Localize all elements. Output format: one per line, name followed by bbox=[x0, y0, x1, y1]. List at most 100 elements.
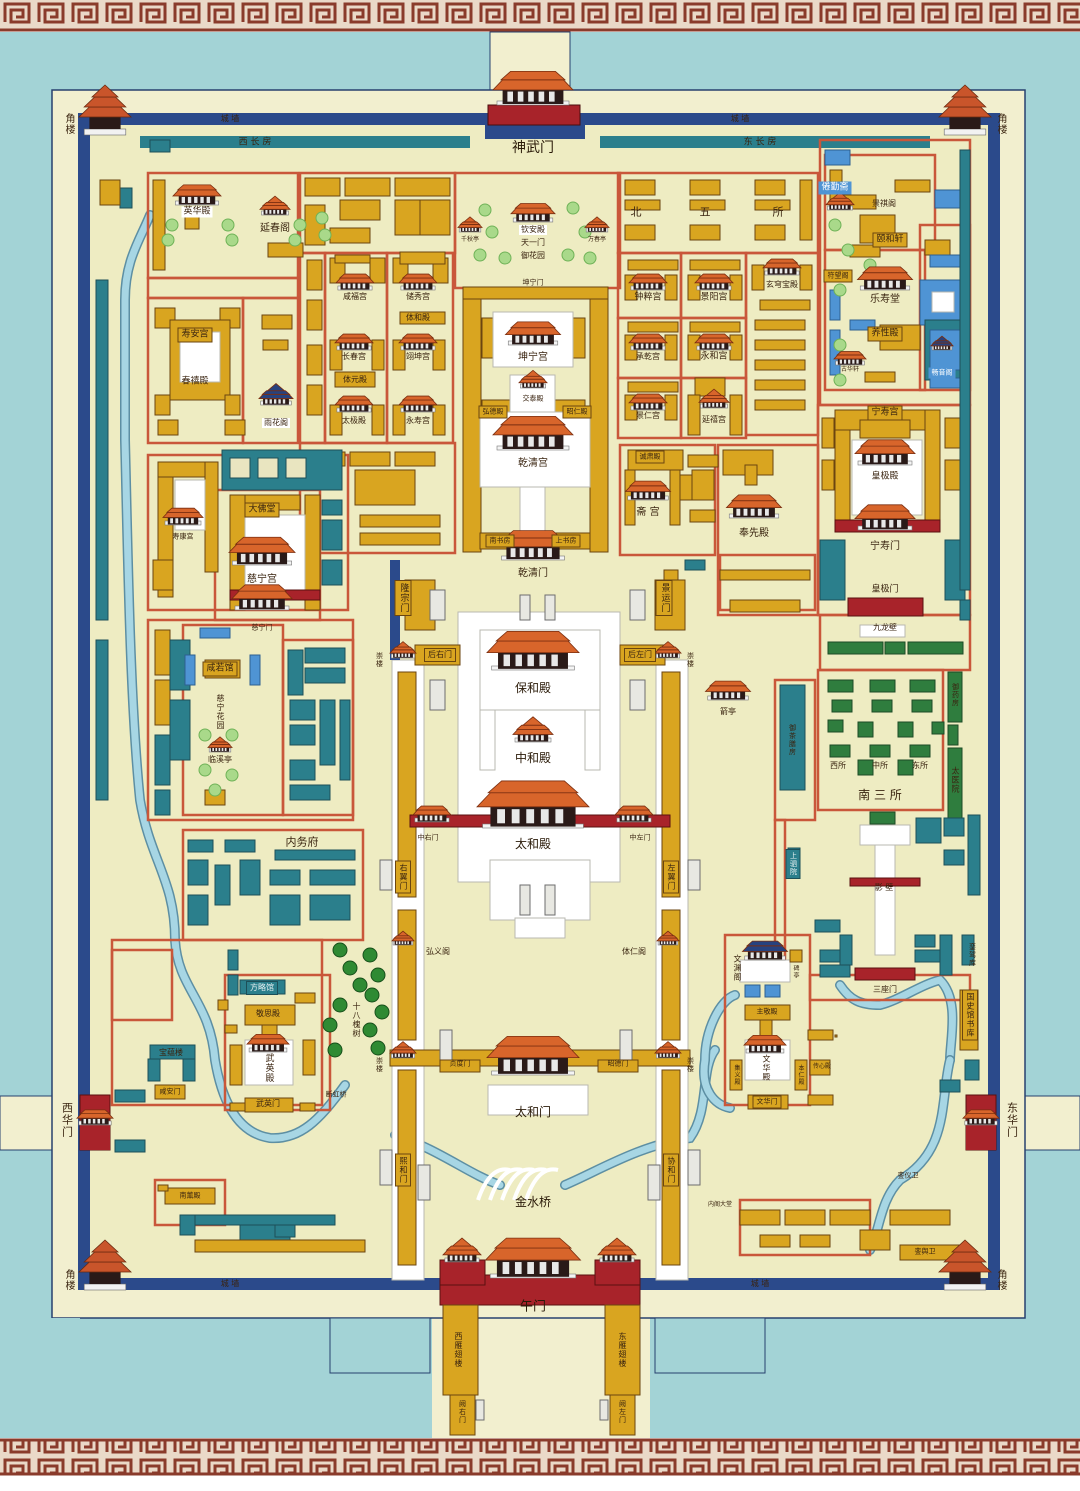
white-platform bbox=[479, 709, 496, 771]
label-jingsi-hall: 敬思殿 bbox=[256, 1009, 280, 1018]
corner-tower-icon bbox=[938, 84, 992, 136]
east-gate-road bbox=[1019, 1095, 1080, 1151]
teal-building bbox=[182, 1058, 196, 1082]
palace-building-icon bbox=[476, 780, 590, 829]
tree-icon bbox=[318, 228, 332, 242]
white-platform bbox=[584, 709, 601, 771]
tree-icon bbox=[352, 977, 368, 993]
label-zhaode-gate: 昭德门 bbox=[607, 1059, 629, 1068]
palace-building-icon bbox=[391, 930, 415, 946]
yellow-building bbox=[294, 992, 316, 1004]
label-huangji-hall: 皇极殿 bbox=[871, 471, 899, 482]
teal-building bbox=[309, 894, 351, 921]
golden-water-bridge-arch bbox=[524, 1167, 559, 1201]
top-fret-border bbox=[0, 0, 1080, 30]
teal-building bbox=[939, 934, 953, 976]
palace-building-icon bbox=[654, 641, 682, 659]
label-jiyi-hall: 集义殿 bbox=[733, 1064, 740, 1086]
palace-building-icon bbox=[743, 1034, 787, 1054]
teal-building bbox=[147, 1058, 161, 1082]
tree-icon bbox=[322, 1017, 338, 1033]
tree-icon bbox=[293, 218, 307, 232]
teal-building bbox=[169, 699, 191, 761]
label-yuhua-pavilion: 雨花阁 bbox=[262, 418, 290, 428]
yellow-building bbox=[399, 251, 446, 265]
golden-water-bridge-arch bbox=[512, 1167, 547, 1201]
yellow-building bbox=[691, 469, 715, 501]
label-city-wall: 城 墙 bbox=[750, 1279, 770, 1288]
teal-building bbox=[187, 859, 209, 886]
yellow-building bbox=[754, 399, 806, 411]
label-east-wing-tower: 东雁翅楼 bbox=[618, 1332, 627, 1368]
palace-building-icon bbox=[389, 1041, 417, 1059]
teal-building bbox=[114, 1139, 146, 1153]
yellow-building bbox=[829, 1209, 871, 1226]
label-rear-right-gate: 后右门 bbox=[424, 648, 456, 662]
west-long-house bbox=[140, 136, 470, 148]
yellow-building bbox=[729, 394, 743, 436]
teal-building bbox=[814, 919, 841, 933]
green-building bbox=[857, 721, 874, 738]
yellow-building bbox=[807, 1029, 834, 1041]
yellow-building bbox=[924, 409, 941, 521]
label-yanchun-pavilion: 延春阁 bbox=[260, 223, 290, 234]
label-zhai-palace: 斋 宫 bbox=[636, 507, 660, 518]
teal-building bbox=[319, 699, 336, 766]
label-zhujing-hall: 主敬殿 bbox=[756, 1007, 778, 1016]
courtyard-wall bbox=[738, 1198, 872, 1257]
tree-icon bbox=[288, 233, 302, 247]
label-benren-hall: 本仁殿 bbox=[797, 1064, 804, 1086]
label-wenhua-gate: 文华门 bbox=[752, 1095, 782, 1109]
teal-building bbox=[95, 279, 109, 621]
blue-building bbox=[249, 654, 261, 686]
yellow-building bbox=[821, 459, 835, 491]
palace-building-icon bbox=[246, 1033, 290, 1053]
palace-building-icon bbox=[698, 388, 730, 409]
west-gate-base bbox=[80, 1125, 110, 1150]
yellow-building bbox=[624, 199, 661, 211]
palace-building-icon bbox=[486, 630, 580, 671]
label-duanhong-bridge: 断虹桥 bbox=[325, 1090, 347, 1099]
teal-building bbox=[187, 894, 209, 926]
palace-building-icon bbox=[725, 494, 783, 519]
yellow-building bbox=[627, 259, 679, 271]
yellow-building bbox=[689, 259, 741, 271]
palace-building-icon bbox=[231, 584, 293, 611]
yellow-building bbox=[371, 404, 385, 436]
label-shoukang-palace: 寿康宫 bbox=[172, 532, 194, 541]
palace-building-icon bbox=[833, 351, 867, 366]
yellow-building bbox=[754, 319, 806, 331]
palace-building-icon bbox=[259, 195, 291, 216]
yellow-building bbox=[627, 381, 679, 393]
stairs bbox=[519, 594, 531, 621]
teal-building bbox=[194, 1214, 336, 1226]
palace-building-icon bbox=[207, 736, 233, 753]
yellow-building bbox=[759, 1234, 791, 1248]
label-jingyun-gate: 景运门 bbox=[655, 580, 673, 616]
tree-icon bbox=[498, 251, 512, 265]
green-building bbox=[869, 811, 896, 825]
palace-building-icon bbox=[258, 383, 294, 406]
label-yongshou-palace: 永寿宫 bbox=[406, 416, 430, 425]
yellow-building bbox=[224, 419, 246, 436]
yellow-building bbox=[729, 1059, 743, 1091]
inner-golden-water-stream bbox=[121, 211, 349, 1142]
yellow-building bbox=[154, 1084, 186, 1100]
yellow-building bbox=[689, 509, 716, 523]
teal-building bbox=[154, 734, 171, 786]
label-zhaoren-hall: 昭仁殿 bbox=[562, 405, 592, 419]
palace-building-icon bbox=[497, 530, 569, 561]
yellow-building bbox=[154, 679, 171, 726]
yellow-building bbox=[432, 404, 446, 436]
label-chong-tower: 崇楼 bbox=[375, 1057, 384, 1073]
label-city-wall: 城 墙 bbox=[220, 1279, 240, 1288]
blue-building bbox=[929, 377, 961, 389]
yellow-building bbox=[304, 177, 341, 197]
stairs bbox=[647, 1164, 661, 1201]
label-imperial-kitchen: 御茶膳房 bbox=[788, 724, 797, 756]
green-building bbox=[947, 671, 963, 723]
palace-building-icon bbox=[654, 1041, 682, 1059]
teal-building bbox=[274, 849, 356, 861]
label-tiyuan-hall: 体元殿 bbox=[343, 375, 367, 384]
label-yonghe-palace: 永和宫 bbox=[700, 351, 728, 362]
